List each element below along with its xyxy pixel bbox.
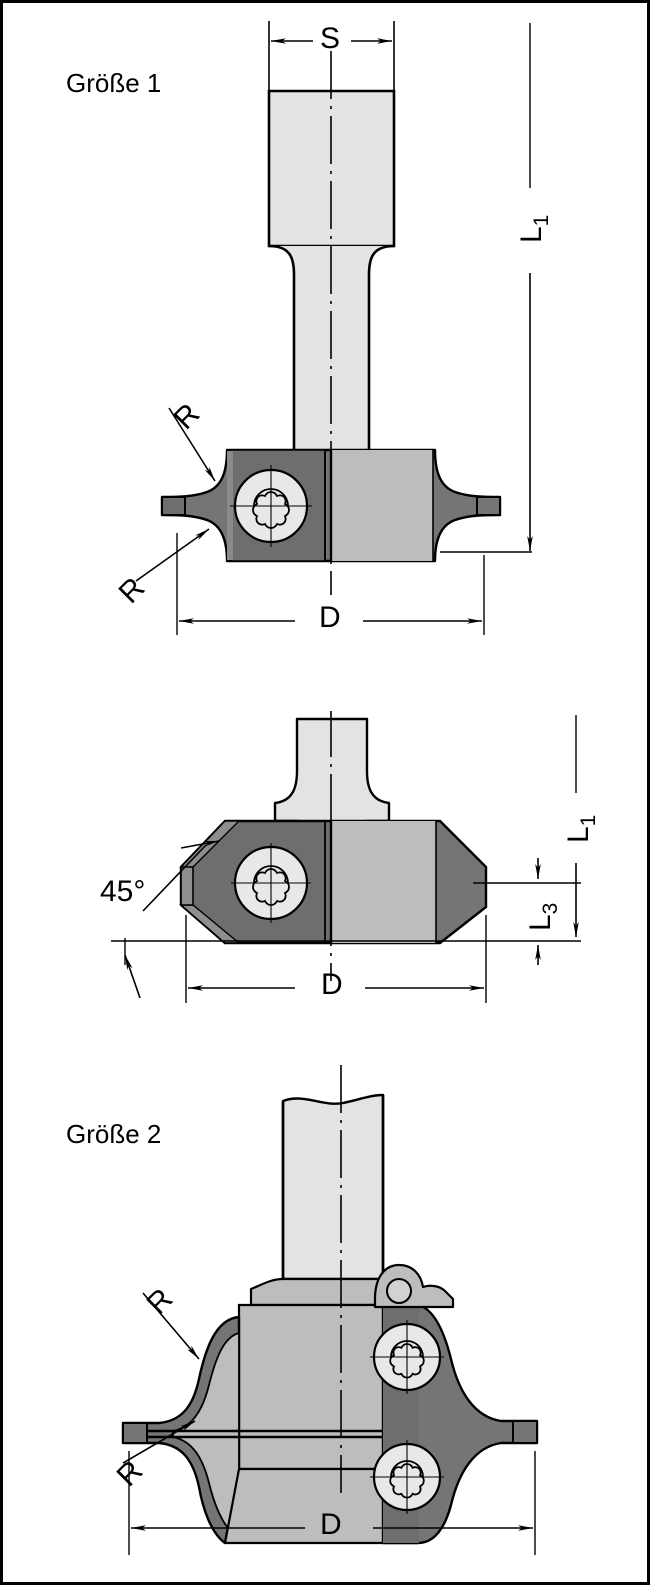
torx-screw-f2 bbox=[231, 843, 311, 923]
dim-D-f1 bbox=[176, 533, 485, 635]
pin-hole-f3 bbox=[386, 1278, 412, 1304]
figure-1-groesse-1 bbox=[135, 21, 533, 635]
dim-label-45deg: 45° bbox=[100, 875, 146, 908]
insert-nose-right-f3 bbox=[512, 1420, 538, 1444]
figure-1-title: Größe 1 bbox=[66, 68, 162, 98]
body-nose-f1 bbox=[476, 496, 501, 516]
clamp-bracket-f3 bbox=[373, 1263, 455, 1309]
figure-3-title: Größe 2 bbox=[66, 1119, 162, 1149]
cutter-body-inner-right-f1 bbox=[331, 450, 433, 561]
dim-label-D-f2: D bbox=[321, 968, 343, 1001]
leader-R-lower-f1 bbox=[135, 528, 210, 582]
leader-R-lower-f3 bbox=[122, 1420, 196, 1464]
shank-f2 bbox=[273, 717, 391, 823]
leader-R-upper-f1 bbox=[168, 407, 216, 482]
dim-label-L1-f1: L1 bbox=[515, 214, 553, 243]
dim-label-L1-f2: L1 bbox=[562, 814, 600, 843]
shank-f3 bbox=[281, 1093, 385, 1281]
dim-S bbox=[268, 21, 395, 103]
dim-L1-f1 bbox=[440, 23, 533, 553]
dim-label-S: S bbox=[320, 22, 341, 55]
torx-screw-lower-f3 bbox=[370, 1440, 444, 1514]
dim-D-f3 bbox=[128, 1451, 536, 1555]
insert-nose-f2 bbox=[180, 866, 194, 906]
dim-D-f2 bbox=[185, 915, 487, 1003]
break-line-f3 bbox=[282, 1094, 384, 1105]
dim-label-D-f3: D bbox=[320, 1508, 342, 1541]
cutter-body-inner-right-f2 bbox=[331, 821, 436, 943]
insert-nose-f1 bbox=[161, 496, 186, 516]
technical-drawing-canvas bbox=[111, 21, 581, 1555]
leader-R-upper-f3 bbox=[142, 1292, 200, 1360]
leader-45deg-f2 bbox=[124, 840, 220, 999]
figure-2-chamfer-45 bbox=[111, 711, 581, 1003]
profile-nose-f3 bbox=[122, 1422, 148, 1444]
figure-3-groesse-2 bbox=[121, 1065, 539, 1555]
torx-screw-f1 bbox=[230, 465, 312, 547]
dim-label-D-f1: D bbox=[319, 601, 341, 634]
torx-screw-upper-f3 bbox=[370, 1320, 444, 1394]
dim-label-L3-f2: L3 bbox=[524, 902, 562, 931]
